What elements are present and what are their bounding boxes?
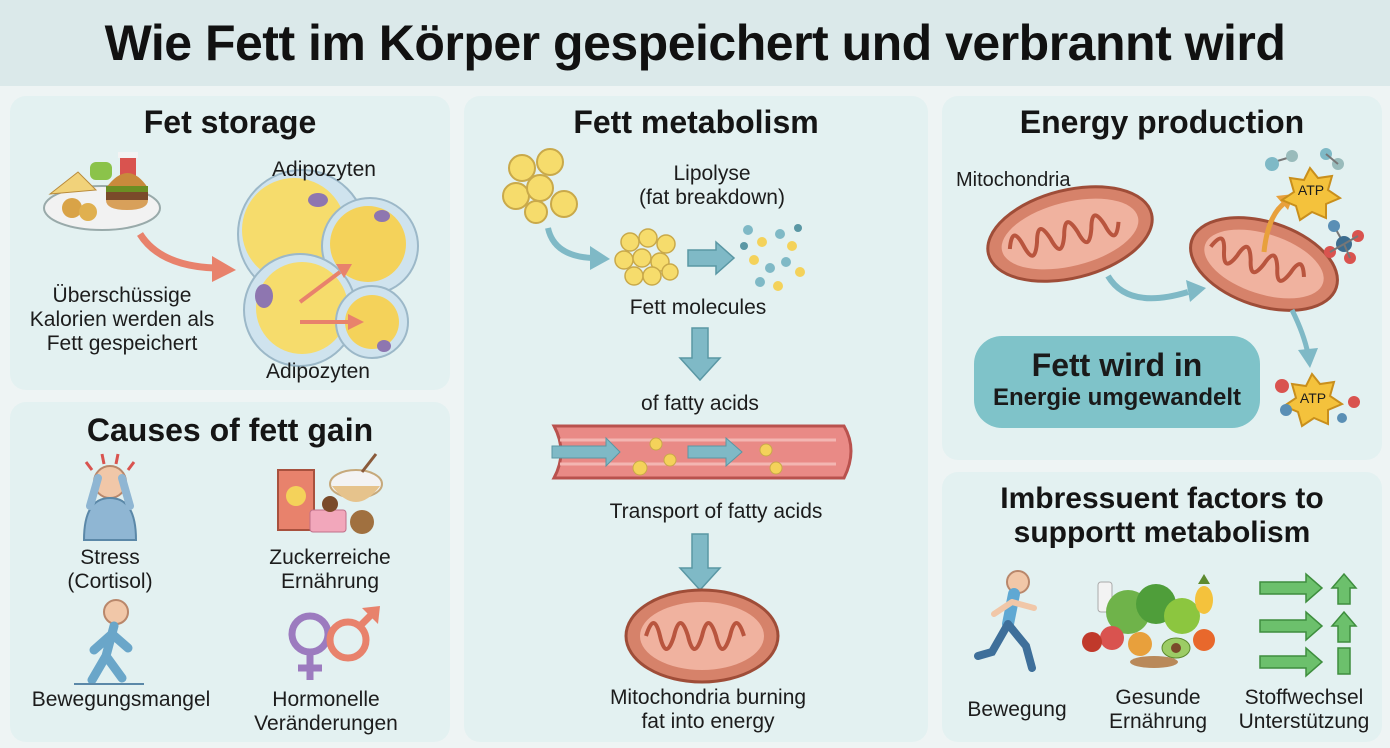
fat-breakdown-cluster-icon xyxy=(614,228,679,286)
fatty-acids-label: of fatty acids xyxy=(641,392,759,415)
energy-conversion-badge: Fett wird in Energie umgewandelt xyxy=(974,336,1260,428)
cause-stress-line1: Stress xyxy=(80,546,140,569)
stress-person-icon xyxy=(82,453,138,541)
curved-arrow-icon xyxy=(1105,274,1189,302)
cause-hormones-line1: Hormonelle xyxy=(272,688,380,711)
lipolysis-label-line1: Lipolyse xyxy=(673,162,751,185)
cause-sugar-line2: Ernährung xyxy=(280,570,380,593)
curved-arrow-icon xyxy=(137,232,216,272)
cause-hormones-line2: Veränderungen xyxy=(254,712,398,735)
adipocytes-label-bottom: Adipozyten xyxy=(266,360,370,383)
food-plate-icon xyxy=(43,152,161,231)
causes-heading: Causes of fett gain xyxy=(86,412,374,448)
cause-sugar-line1: Zuckerreiche xyxy=(269,546,391,569)
atp-star-icon xyxy=(1279,166,1343,222)
atp-label-top: ATP xyxy=(1297,182,1325,198)
energy-illustration xyxy=(986,148,1364,428)
title-bar: Wie Fett im Körper gespeichert und verbr… xyxy=(0,0,1390,86)
mitochondria-label: Mitochondria xyxy=(956,169,1071,191)
down-arrow-icon xyxy=(678,533,722,592)
fat-molecules-label: Fett molecules xyxy=(629,296,767,319)
storage-caption-line3: Fett gespeichert xyxy=(46,332,198,355)
panel-causes: Causes of fett gain xyxy=(10,402,450,742)
page-title: Wie Fett im Körper gespeichert und verbr… xyxy=(104,15,1286,71)
panel-support-factors: Imbressuent factors to supportt metaboli… xyxy=(942,472,1382,742)
panel-fat-metabolism: Fett metabolism xyxy=(464,96,928,742)
metabolism-heading: Fett metabolism xyxy=(573,104,819,140)
down-arrow-icon xyxy=(678,327,722,382)
panel-energy-production: Energy production xyxy=(942,96,1382,460)
healthy-food-icon xyxy=(1082,574,1215,668)
causes-illustration xyxy=(74,453,383,685)
sugary-food-icon xyxy=(277,453,383,534)
badge-line1: Fett wird in xyxy=(1031,347,1203,383)
atp-label-bottom: ATP xyxy=(1299,390,1327,406)
cause-stress-line2: (Cortisol) xyxy=(67,570,153,593)
walking-person-icon xyxy=(74,599,144,685)
support-heading-line2: supportt metabolism xyxy=(1013,516,1311,549)
support-nutrition-line1: Gesunde xyxy=(1115,686,1201,709)
fat-storage-illustration xyxy=(43,152,419,367)
storage-caption-line1: Überschüssige xyxy=(52,284,192,307)
burning-label-line1: Mitochondria burning xyxy=(609,686,807,709)
lipolysis-label-line2: (fat breakdown) xyxy=(639,186,785,209)
curved-arrow-icon xyxy=(1289,308,1311,355)
adipocytes-label-top: Adipozyten xyxy=(272,158,376,181)
molecule-icon xyxy=(1265,148,1364,423)
mitochondria-icon xyxy=(624,588,780,684)
energy-heading: Energy production xyxy=(1019,104,1305,140)
curved-arrow-icon xyxy=(545,227,593,261)
mitochondria-icon xyxy=(1189,216,1339,312)
right-arrow-icon xyxy=(687,240,736,276)
fat-storage-heading: Fet storage xyxy=(143,104,317,140)
fat-droplets-icon xyxy=(502,148,578,224)
fatty-acid-molecules-icon xyxy=(740,224,805,291)
support-nutrition-line2: Ernährung xyxy=(1108,710,1208,733)
support-exercise-label: Bewegung xyxy=(967,698,1067,721)
storage-caption-line2: Kalorien werden als xyxy=(29,308,215,331)
support-heading-line1: Imbressuent factors to xyxy=(1000,482,1324,515)
running-person-icon xyxy=(974,570,1037,672)
upward-arrows-icon xyxy=(1259,572,1358,678)
support-metabolism-line2: Unterstützung xyxy=(1238,710,1370,733)
support-metabolism-line1: Stoffwechsel xyxy=(1244,686,1364,709)
mitochondria-icon xyxy=(986,185,1154,283)
cause-inactivity: Bewegungsmangel xyxy=(31,688,211,711)
burning-label-line2: fat into energy xyxy=(641,710,775,733)
metabolism-illustration xyxy=(502,148,853,684)
blood-vessel-icon xyxy=(551,424,853,480)
adipocyte-cells-icon xyxy=(237,169,419,367)
badge-line2: Energie umgewandelt xyxy=(992,384,1242,411)
panel-fat-storage: Fet storage xyxy=(10,96,450,390)
support-illustration xyxy=(974,570,1358,678)
transport-label: Transport of fatty acids xyxy=(609,500,823,523)
atp-star-icon xyxy=(1281,372,1345,428)
gender-symbols-icon xyxy=(288,606,380,680)
